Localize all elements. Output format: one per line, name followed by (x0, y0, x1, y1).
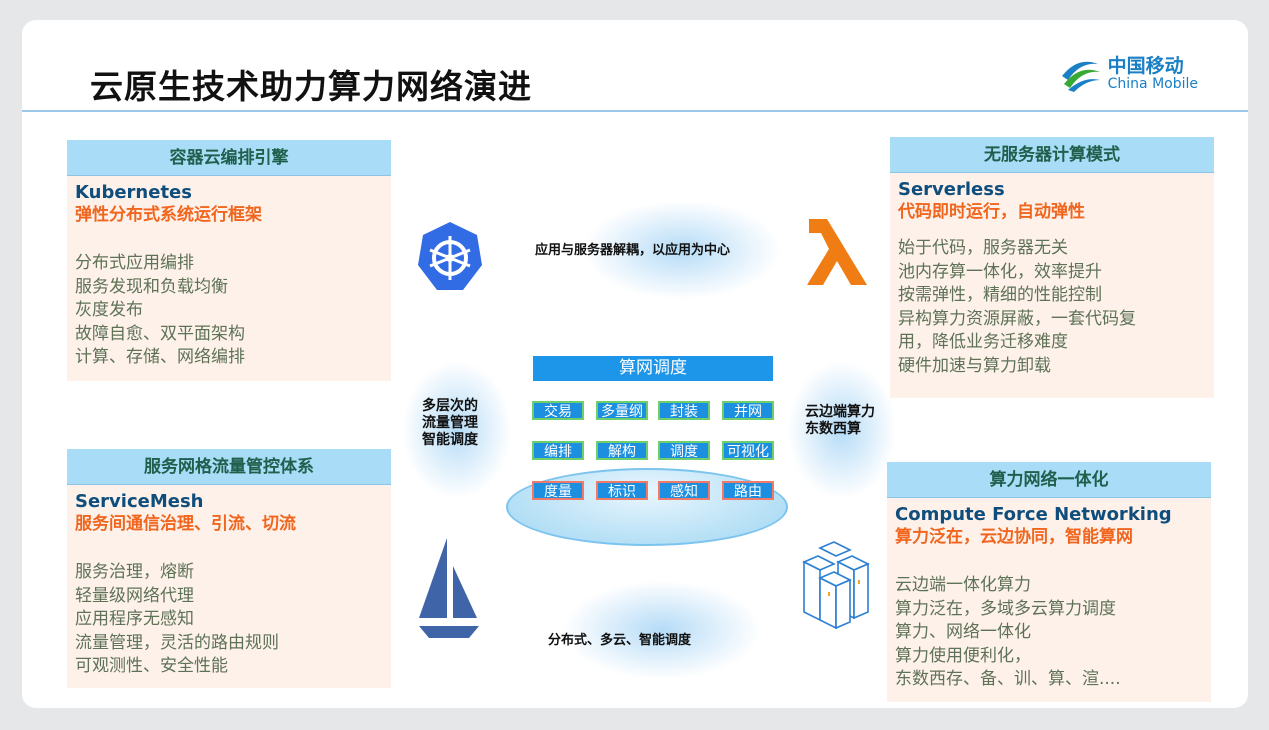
label-bottom: 分布式、多云、智能调度 (548, 633, 692, 648)
card-item: 故障自愈、双平面架构 (75, 323, 245, 344)
istio-sail-icon (419, 538, 479, 638)
card-item: 服务治理，熔断 (75, 562, 194, 582)
card-item: 按需弹性，精细的性能控制 (898, 285, 1102, 305)
card-header: 算力网络一体化 (887, 462, 1211, 498)
beam-right (787, 360, 897, 500)
capability-chip: 解构 (596, 441, 648, 460)
beam-top (582, 200, 782, 300)
capability-chip: 感知 (658, 481, 710, 500)
card-item: 异构算力资源屏蔽，一套代码复 (898, 308, 1136, 329)
card-name: Compute Force Networking (895, 504, 1172, 525)
label-left: 多层次的流量管理智能调度 (422, 398, 478, 448)
capability-chip: 编排 (532, 441, 584, 460)
card-item: 轻量级网络代理 (75, 585, 194, 606)
logo-en: China Mobile (1107, 76, 1198, 92)
card-header: 无服务器计算模式 (890, 137, 1214, 173)
capability-chip: 可视化 (722, 441, 774, 460)
card-tagline: 弹性分布式系统运行框架 (75, 205, 262, 225)
card-item: 可观测性、安全性能 (75, 656, 228, 676)
card-tagline: 服务间通信治理、引流、切流 (75, 514, 296, 534)
capability-chip: 并网 (722, 401, 774, 420)
card-item: 计算、存储、网络编排 (75, 347, 245, 367)
card-name: Kubernetes (75, 182, 192, 203)
card-item: 服务发现和负载均衡 (75, 276, 228, 297)
logo-cn: 中国移动 (1107, 55, 1184, 77)
card-header: 服务网格流量管控体系 (67, 449, 391, 485)
china-mobile-logo-icon (1061, 61, 1100, 92)
card-name: Serverless (898, 179, 1005, 200)
capability-chip: 标识 (596, 481, 648, 500)
capability-chip: 多量纲 (596, 401, 648, 420)
card-item: 算力、网络一体化 (895, 622, 1031, 642)
card-item: 东数西存、备、训、算、渲.... (895, 669, 1121, 689)
label-top: 应用与服务器解耦，以应用为中心 (535, 243, 731, 258)
card-item: 算力使用便利化， (895, 645, 1031, 666)
capability-chip: 交易 (532, 401, 584, 420)
card-item: 硬件加速与算力卸载 (898, 355, 1051, 376)
card-name: ServiceMesh (75, 491, 204, 512)
card-item: 应用程序无感知 (75, 609, 194, 629)
label-right: 云边端算力东数西算 (805, 404, 875, 437)
card-item: 算力泛在，多域多云算力调度 (895, 598, 1116, 619)
card-item: 云边端一体化算力 (895, 575, 1031, 595)
beam-left (402, 360, 512, 500)
center-title: 算网调度 (533, 356, 773, 381)
capability-chip: 路由 (722, 481, 774, 500)
capability-chip: 度量 (532, 481, 584, 500)
card-tagline: 代码即时运行，自动弹性 (898, 202, 1085, 222)
beam-bottom (562, 580, 762, 680)
card-tagline: 算力泛在，云边协同，智能算网 (895, 527, 1133, 547)
card-item: 池内存算一体化，效率提升 (898, 261, 1102, 282)
card-item: 灰度发布 (75, 300, 143, 320)
server-rack-icon (802, 541, 870, 630)
card-item: 用，降低业务迁移难度 (898, 332, 1068, 352)
card-header: 容器云编排引擎 (67, 140, 391, 176)
card-item: 始于代码，服务器无关 (898, 238, 1068, 258)
platform-ellipse (506, 468, 788, 546)
lambda-icon (807, 219, 867, 285)
capability-chip: 调度 (658, 441, 710, 460)
title-divider (22, 110, 1248, 112)
card-item: 分布式应用编排 (75, 253, 194, 273)
capability-chip: 封装 (658, 401, 710, 420)
card-item: 流量管理，灵活的路由规则 (75, 632, 279, 653)
kubernetes-icon (418, 222, 482, 290)
page-title: 云原生技术助力算力网络演进 (90, 67, 532, 106)
